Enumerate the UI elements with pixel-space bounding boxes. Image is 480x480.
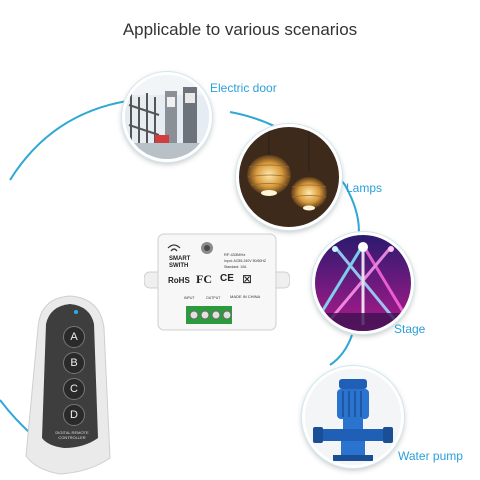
remote-control: A B C D DIGITAL REMOTE CONTROLLER (20, 288, 120, 480)
electric-door-image (122, 72, 212, 162)
scenario-label-lamps: Lamps (346, 181, 383, 195)
scenario-label-stage: Stage (394, 322, 426, 336)
terminal-output-label: OUTPUT (206, 296, 221, 300)
fc-mark: FC (196, 272, 212, 286)
smart-switch-module: SMART SWITH RF:433MHz Input: AC85-240V 5… (143, 228, 291, 332)
lamps-image (236, 124, 342, 230)
scenario-label-water-pump: Water pump (398, 449, 463, 463)
weee-bin-icon: ⊠ (242, 272, 253, 286)
device-brand-line1: SMART (169, 256, 191, 262)
stage-image (312, 232, 414, 334)
remote-button-b[interactable]: B (63, 352, 85, 374)
device-freq: RF:433MHz (224, 252, 246, 257)
remote-button-a[interactable]: A (63, 326, 85, 348)
device-load-spec: Standard: 10A (224, 265, 247, 269)
remote-caption: DIGITAL REMOTE CONTROLLER (55, 430, 89, 440)
device-brand-line2: SWITH (169, 263, 189, 269)
terminal-input-label: INPUT (184, 296, 195, 300)
water-pump-image (302, 366, 404, 468)
page-title: Applicable to various scenarios (122, 20, 358, 39)
rohs-mark: RoHS (168, 276, 190, 285)
ce-mark: CE (220, 273, 234, 284)
device-made-in: MADE IN CHINA (230, 294, 261, 299)
remote-button-c[interactable]: C (63, 378, 85, 400)
remote-button-d[interactable]: D (63, 404, 85, 426)
device-input-spec: Input: AC85-240V 50/60HZ (224, 259, 267, 263)
scenario-label-electric-door: Electric door (210, 81, 277, 95)
